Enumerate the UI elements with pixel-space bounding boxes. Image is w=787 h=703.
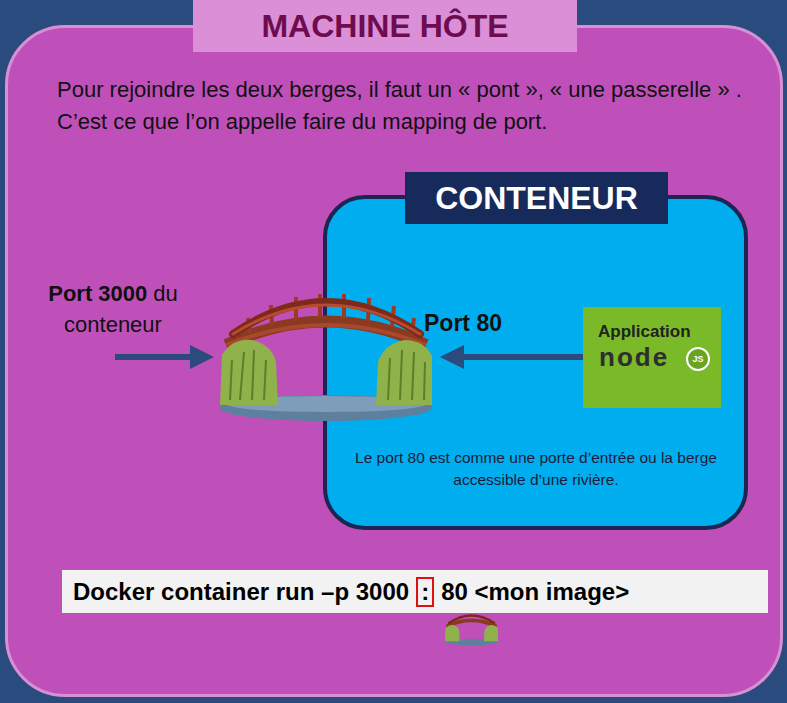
container-note: Le port 80 est comme une porte d’entrée … [342,447,730,491]
intro-text: Pour rejoindre les deux berges, il faut … [57,74,747,138]
container-title: CONTENEUR [405,172,668,224]
command-text: 80 <mon image> [441,578,629,606]
host-panel: MACHINE HÔTEPour rejoindre les deux berg… [5,25,783,697]
node-app-box: Applicationnode JS [583,307,721,408]
arrows [115,345,583,369]
small-bridge [445,616,498,646]
command-box: Docker container run –p 3000:80 <mon ima… [62,570,768,613]
port-3000-label: Port 3000du conteneur [22,278,204,340]
js-badge: JS [686,347,710,371]
host-title: MACHINE HÔTE [193,0,577,52]
container-box: CONTENEURLe port 80 est comme une porte … [323,195,748,530]
app-label: Application [598,322,691,342]
colon-highlight: : [416,577,434,607]
bridge [220,294,432,421]
port-number: Port 80 [424,309,502,337]
port-number: Port 3000 [48,281,147,306]
command-text: Docker container run –p 3000 [73,578,409,606]
node-logo: node [599,343,669,371]
